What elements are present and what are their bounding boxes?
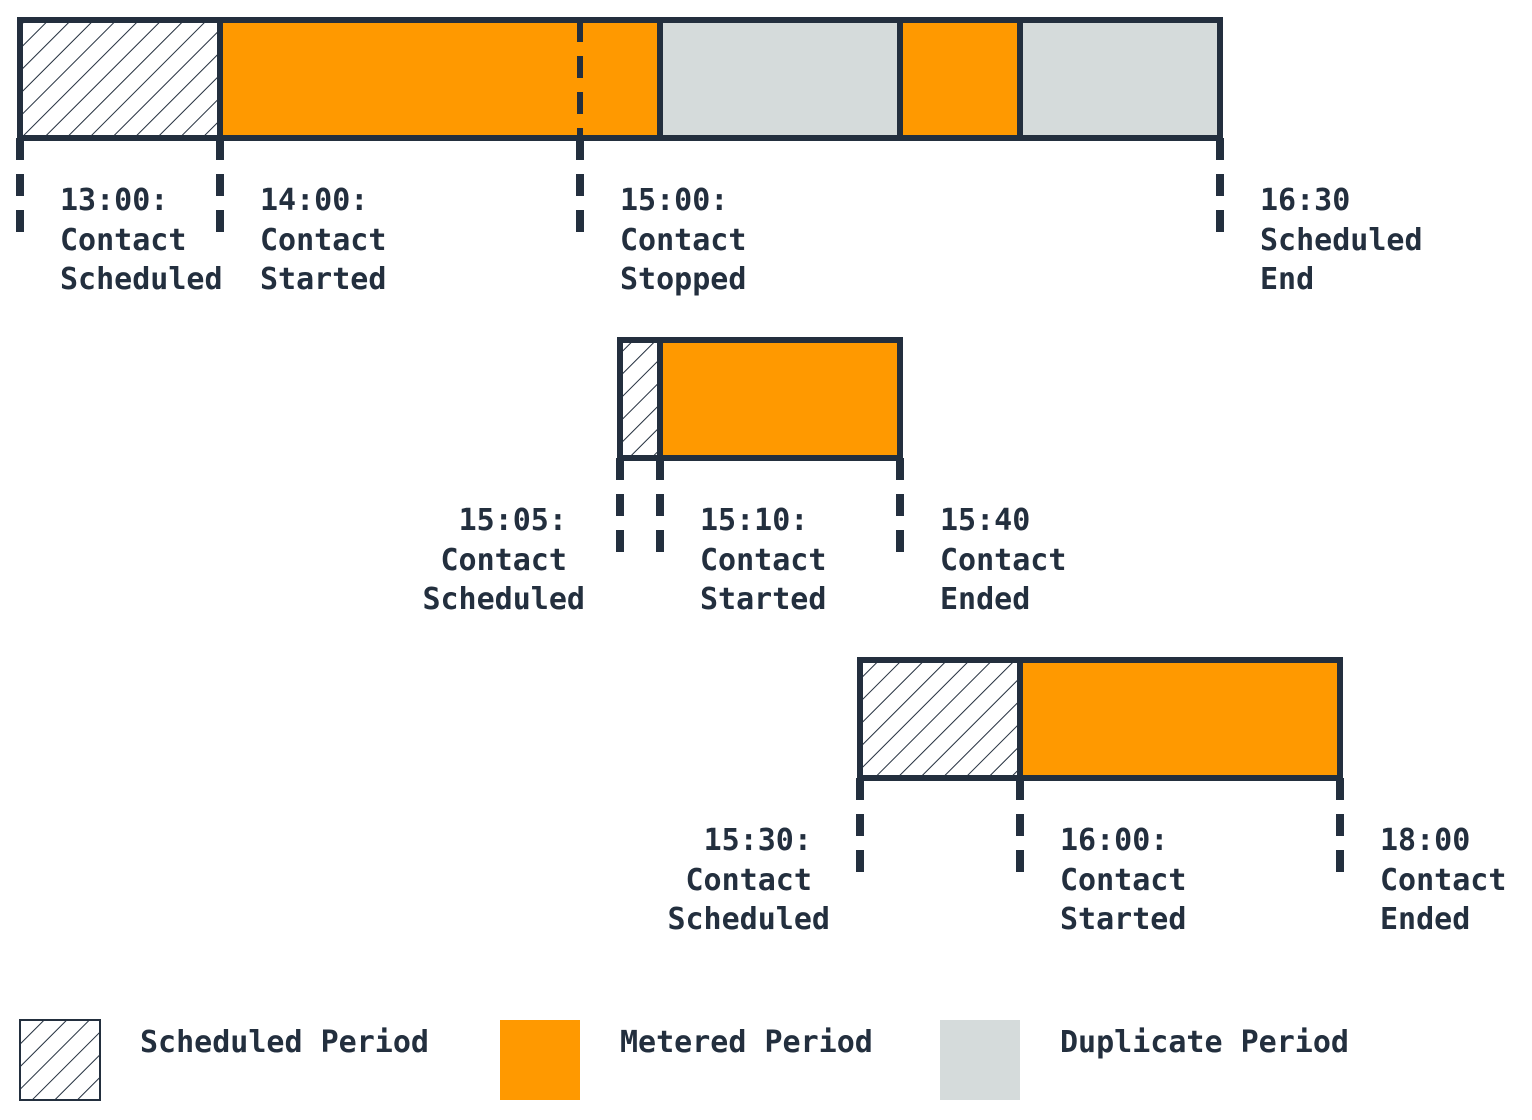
timeline-2-outline — [617, 337, 903, 461]
timeline-3-marker-1-label: 15:30: Contact Scheduled — [667, 823, 830, 937]
timeline-1-outline — [17, 17, 1223, 141]
legend: Scheduled Period Metered Period Duplicat… — [19, 1019, 1349, 1101]
marker-time: 15:05: — [459, 503, 567, 538]
timeline-1-marker-3-label: 15:00: Contact Stopped — [620, 183, 765, 297]
timeline-2-marker-1-label: 15:05: Contact Scheduled — [422, 503, 585, 617]
timeline-3-marker-2-label: 16:00: Contact Started — [1060, 823, 1205, 937]
marker-line: Contact — [60, 223, 186, 258]
marker-time: 18:00 — [1380, 823, 1470, 858]
marker-line: Stopped — [620, 262, 746, 297]
timeline-1-duplicate-segment-a — [660, 20, 900, 138]
marker-time: 15:10: — [700, 503, 808, 538]
timeline-1-duplicate-segment-b — [1020, 20, 1220, 138]
marker-line: Scheduled — [422, 582, 585, 617]
marker-line: Scheduled — [1260, 223, 1423, 258]
timeline-1-scheduled-segment — [20, 20, 220, 138]
marker-line: End — [1260, 262, 1314, 297]
marker-line: Started — [1060, 902, 1186, 937]
marker-time: 13:00: — [60, 183, 168, 218]
timeline-3-metered-segment — [1020, 660, 1340, 778]
timeline-1-metered-segment-a — [220, 20, 660, 138]
marker-line: Contact — [940, 543, 1066, 578]
marker-line: Contact — [260, 223, 386, 258]
marker-time: 14:00: — [260, 183, 368, 218]
timeline-1-marker-4-label: 16:30 Scheduled End — [1260, 183, 1441, 297]
timeline-3-marker-3-label: 18:00 Contact Ended — [1380, 823, 1525, 937]
legend-metered-swatch — [500, 1020, 580, 1100]
timeline-1-highlight-outline — [897, 17, 1023, 141]
marker-line: Scheduled — [60, 262, 223, 297]
marker-line: Started — [700, 582, 826, 617]
legend-scheduled-label: Scheduled Period — [140, 1025, 429, 1060]
marker-time: 16:30 — [1260, 183, 1350, 218]
timeline-1: 13:00: Contact Scheduled 14:00: Contact … — [16, 17, 1441, 297]
timeline-1-marker-1-label: 13:00: Contact Scheduled — [60, 183, 223, 297]
timeline-2-scheduled-segment — [620, 340, 660, 458]
legend-duplicate-swatch — [940, 1020, 1020, 1100]
marker-line: Contact — [620, 223, 746, 258]
marker-time: 15:30: — [704, 823, 812, 858]
marker-time: 15:00: — [620, 183, 728, 218]
marker-line: Contact — [700, 543, 826, 578]
timeline-2: 15:05: Contact Scheduled 15:10: Contact … — [422, 337, 1085, 617]
timeline-3-outline — [857, 657, 1343, 781]
marker-line: Ended — [1380, 902, 1470, 937]
marker-line: Started — [260, 262, 386, 297]
marker-line: Ended — [940, 582, 1030, 617]
timeline-2-marker-3-label: 15:40 Contact Ended — [940, 503, 1085, 617]
marker-line: Contact — [1380, 863, 1506, 898]
marker-line: Contact — [686, 863, 812, 898]
marker-line: Contact — [1060, 863, 1186, 898]
timeline-3: 15:30: Contact Scheduled 16:00: Contact … — [667, 657, 1525, 937]
marker-time: 16:00: — [1060, 823, 1168, 858]
timeline-3-scheduled-segment — [860, 660, 1020, 778]
legend-metered-label: Metered Period — [620, 1025, 873, 1060]
legend-duplicate-label: Duplicate Period — [1060, 1025, 1349, 1060]
timeline-1-metered-segment-b — [900, 20, 1020, 138]
marker-time: 15:40 — [940, 503, 1030, 538]
timeline-1-marker-2-label: 14:00: Contact Started — [260, 183, 405, 297]
timeline-2-marker-2-label: 15:10: Contact Started — [700, 503, 845, 617]
timeline-2-metered-segment — [660, 340, 900, 458]
marker-line: Contact — [441, 543, 567, 578]
legend-scheduled-swatch — [19, 1019, 101, 1101]
marker-line: Scheduled — [667, 902, 830, 937]
